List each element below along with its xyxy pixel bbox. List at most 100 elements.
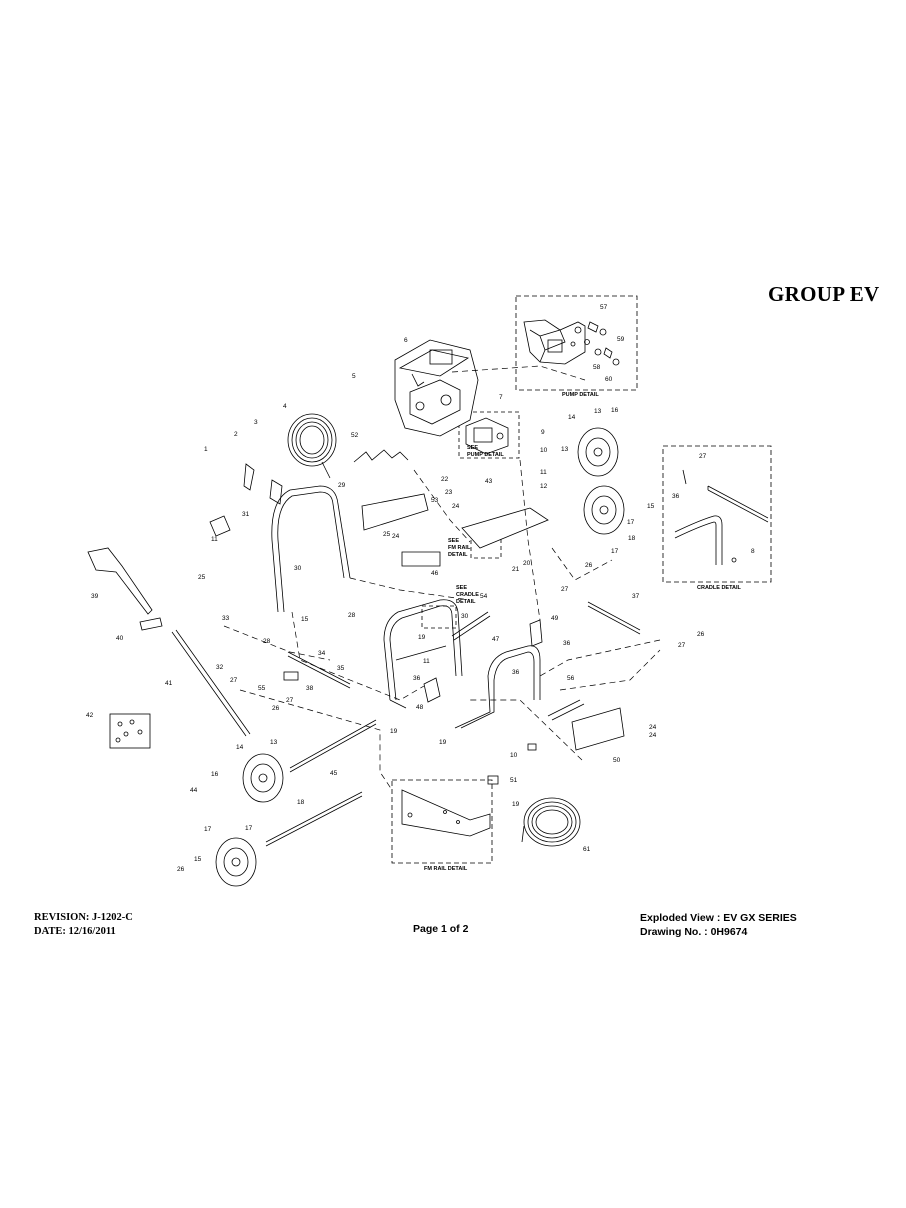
callout-14: 14 [568,414,576,421]
callout-44: 44 [190,787,198,794]
main-frame [383,599,541,729]
callout-21: 21 [512,566,520,573]
see-pump-note-2: PUMP DETAIL [467,452,504,458]
callout-17: 17 [611,548,619,555]
callout-38: 38 [306,685,314,692]
callout-47: 47 [492,636,500,643]
assembly-lines [223,365,661,791]
pump-detail-box [515,295,638,391]
callout-49: 49 [551,615,559,622]
callout-60: 60 [605,376,613,383]
callout-36: 36 [512,669,520,676]
callout-35: 35 [337,665,345,672]
callout-42: 42 [86,712,94,719]
spray-gun-wand [87,547,251,737]
callout-25: 25 [198,574,206,581]
callout-11: 11 [423,658,430,665]
fm-rail-detail-box [391,779,493,864]
callout-16: 16 [611,407,619,414]
callout-27: 27 [678,642,686,649]
callout-31: 31 [242,511,250,518]
cradle-detail-label: CRADLE DETAIL [697,585,742,591]
small-parts [115,449,625,785]
callout-6: 6 [404,337,408,344]
group-title: GROUP EV [768,282,880,306]
callout-20: 20 [523,560,531,567]
callout-19: 19 [418,634,426,641]
callout-27: 27 [286,697,294,704]
callout-41: 41 [165,680,173,687]
callout-56: 56 [567,675,575,682]
callout-19: 19 [439,739,447,746]
callout-33: 33 [222,615,230,622]
callout-5: 5 [352,373,356,380]
date-text: DATE: 12/16/2011 [34,926,116,937]
cradle-detail-box [662,445,772,583]
callout-13: 13 [594,408,602,415]
callout-36: 36 [563,640,571,647]
fm-rail-detail-label: FM RAIL DETAIL [424,866,468,872]
callout-57: 57 [600,304,608,311]
see-fm-note-2: FM RAIL [448,545,471,551]
callout-36: 36 [672,493,680,500]
callout-1: 1 [204,446,208,453]
callout-28: 28 [348,612,356,619]
callout-12: 12 [540,483,548,490]
callout-32: 32 [216,664,224,671]
callout-7: 7 [499,394,503,401]
callout-3: 3 [254,419,258,426]
callout-18: 18 [628,535,636,542]
callout-10: 10 [510,752,518,759]
drawing-info: Exploded View : EV GX SERIES Drawing No.… [640,911,797,939]
callout-34: 34 [318,650,326,657]
callout-43: 43 [485,478,493,485]
callout-14: 14 [236,744,244,751]
see-pump-box [458,411,520,459]
callout-23: 23 [445,489,453,496]
callout-26: 26 [177,866,185,873]
callout-11: 11 [211,536,218,543]
callout-24: 24 [649,732,657,739]
callout-29: 29 [338,482,346,489]
callout-18: 18 [297,799,305,806]
see-fm-note-3: DETAIL [448,552,468,558]
callout-26: 26 [697,631,705,638]
hose-coil-lower [521,797,581,847]
callout-53: 53 [431,497,439,504]
wheels [215,427,625,887]
callout-26: 26 [585,562,593,569]
see-pump-note-1: SEE [467,445,478,451]
rails [287,493,641,689]
page-number: Page 1 of 2 [413,923,469,935]
callout-19: 19 [390,728,398,735]
callout-13: 13 [270,739,278,746]
callout-54: 54 [480,593,488,600]
callout-22: 22 [441,476,449,483]
callout-27: 27 [699,453,707,460]
callout-13: 13 [561,446,569,453]
callout-39: 39 [91,593,99,600]
callout-11: 11 [540,469,547,476]
callout-30: 30 [294,565,302,572]
exploded-view-label: Exploded View : EV GX SERIES [640,912,797,924]
callout-28: 28 [263,638,271,645]
callout-37: 37 [632,593,640,600]
callout-50: 50 [613,757,621,764]
callout-15: 15 [647,503,655,510]
callout-9: 9 [541,429,545,436]
see-cradle-note-1: SEE [456,585,467,591]
callout-52: 52 [351,432,359,439]
callout-17: 17 [204,826,212,833]
callout-26: 26 [272,705,280,712]
see-cradle-note-3: DETAIL [456,599,476,605]
callout-24: 24 [452,503,460,510]
callout-4: 4 [283,403,287,410]
callout-17: 17 [245,825,253,832]
callout-8: 8 [751,548,755,555]
callout-27: 27 [230,677,238,684]
see-fm-note-1: SEE [448,538,459,544]
pump [465,417,509,455]
callout-48: 48 [416,704,424,711]
